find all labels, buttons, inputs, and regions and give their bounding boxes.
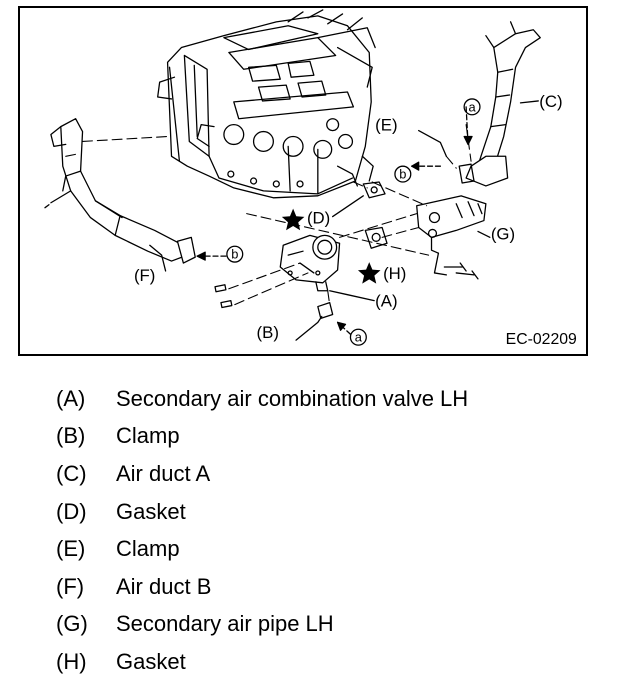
legend-key: (F) bbox=[56, 573, 85, 599]
gasket-d-illustration bbox=[362, 181, 386, 199]
legend-row-a: (A) Secondary air combination valve LH bbox=[56, 380, 616, 418]
callout-a: (A) bbox=[375, 292, 397, 311]
legend-row-g: (G) Secondary air pipe LH bbox=[56, 606, 616, 644]
studs-illustration bbox=[214, 284, 233, 309]
legend-key: (D) bbox=[56, 498, 87, 524]
legend-key: (G) bbox=[56, 611, 88, 637]
legend-key: (A) bbox=[56, 385, 86, 411]
legend-row-b: (B) Clamp bbox=[56, 418, 616, 456]
combination-valve-illustration bbox=[279, 234, 341, 292]
legend-key: (C) bbox=[56, 460, 87, 486]
callout-e: (E) bbox=[375, 116, 397, 135]
marker-b-lower: b bbox=[231, 247, 238, 262]
legend-row-h: (H) Gasket bbox=[56, 643, 616, 681]
marker-b-lower-circle bbox=[226, 245, 244, 263]
legend-desc: Gasket bbox=[116, 498, 186, 524]
marker-a-lower-circle bbox=[349, 328, 367, 346]
figure-code: EC-02209 bbox=[506, 331, 577, 348]
marker-b-upper-circle bbox=[394, 165, 412, 183]
legend-row-e: (E) Clamp bbox=[56, 530, 616, 568]
exploded-diagram: a b b a (C) (E) (D) (G) (H) (F) (A) (B) … bbox=[18, 6, 588, 356]
legend-desc: Clamp bbox=[116, 536, 180, 562]
marker-a-lower: a bbox=[355, 330, 363, 345]
legend-key: (H) bbox=[56, 648, 87, 674]
engine-block-illustration bbox=[157, 9, 376, 199]
parts-legend: (A) Secondary air combination valve LH (… bbox=[56, 380, 616, 681]
callout-h: (H) bbox=[383, 264, 406, 283]
callout-g: (G) bbox=[491, 224, 515, 243]
legend-desc: Air duct B bbox=[116, 573, 212, 599]
legend-key: (E) bbox=[56, 536, 86, 562]
air-duct-b-illustration bbox=[44, 118, 196, 264]
star-h-icon bbox=[357, 262, 381, 284]
marker-a-upper: a bbox=[468, 99, 476, 114]
star-d-icon bbox=[281, 208, 305, 231]
callout-c: (C) bbox=[539, 92, 562, 111]
arrow-b-lower bbox=[196, 251, 228, 261]
legend-desc: Secondary air combination valve LH bbox=[116, 385, 469, 411]
legend-desc: Clamp bbox=[116, 423, 180, 449]
legend-row-d: (D) Gasket bbox=[56, 493, 616, 531]
legend-desc: Air duct A bbox=[116, 460, 211, 486]
air-duct-a-illustration bbox=[458, 21, 541, 187]
marker-b-upper: b bbox=[399, 167, 406, 182]
gasket-h-illustration bbox=[364, 226, 388, 249]
callout-d: (D) bbox=[307, 209, 330, 228]
leader-lines bbox=[149, 100, 539, 341]
legend-desc: Gasket bbox=[116, 648, 186, 674]
arrow-b-upper bbox=[411, 161, 444, 171]
diagram-canvas: a b b a (C) (E) (D) (G) (H) (F) (A) (B) … bbox=[44, 9, 577, 348]
legend-row-f: (F) Air duct B bbox=[56, 568, 616, 606]
legend-row-c: (C) Air duct A bbox=[56, 455, 616, 493]
legend-key: (B) bbox=[56, 423, 86, 449]
clamp-b-illustration bbox=[317, 301, 334, 320]
legend-desc: Secondary air pipe LH bbox=[116, 611, 334, 637]
arrow-a-lower bbox=[336, 321, 352, 335]
callout-b: (B) bbox=[257, 323, 279, 342]
secondary-air-pipe-illustration bbox=[416, 195, 487, 280]
callout-f: (F) bbox=[134, 266, 155, 285]
arrow-a-upper bbox=[463, 106, 473, 146]
assembly-lines bbox=[65, 124, 472, 306]
marker-a-upper-circle bbox=[463, 98, 481, 116]
